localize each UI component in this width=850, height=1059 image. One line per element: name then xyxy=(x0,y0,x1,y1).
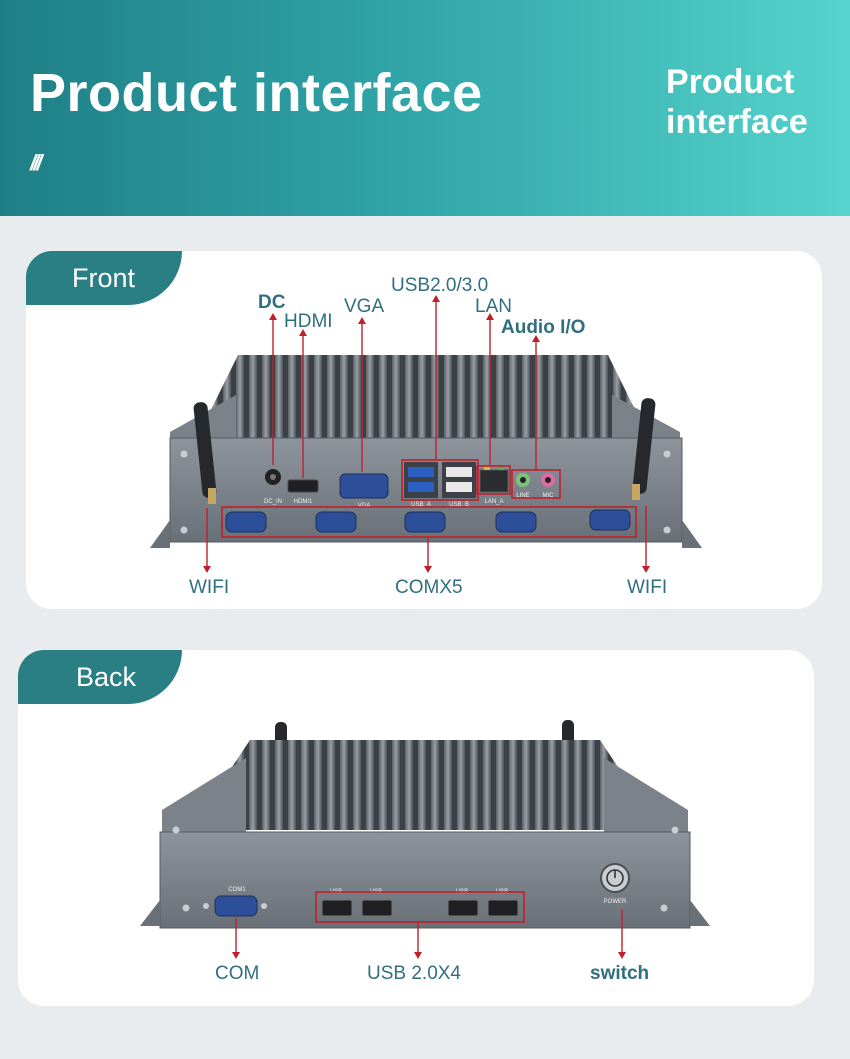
back-panel-card: Back xyxy=(18,650,814,1006)
label-wifi-left: WIFI xyxy=(189,577,230,598)
decorative-slashes: /// xyxy=(30,150,42,175)
front-tab: Front xyxy=(26,251,182,305)
label-dc: DC xyxy=(258,292,286,313)
label-comx5: COMX5 xyxy=(395,577,463,598)
back-tab: Back xyxy=(18,650,182,704)
page-title: Product interface xyxy=(30,63,483,123)
label-lan: LAN xyxy=(475,296,512,317)
label-wifi-right: WIFI xyxy=(627,577,668,598)
label-usb-2x4: USB 2.0X4 xyxy=(367,963,461,984)
label-usb: USB2.0/3.0 xyxy=(391,275,489,296)
side-title: Product interface xyxy=(666,63,808,141)
label-com: COM xyxy=(215,963,260,984)
label-hdmi: HDMI xyxy=(284,311,333,332)
header-banner: Product interface /// Product interface xyxy=(0,0,850,216)
front-panel-card: Front xyxy=(26,251,822,609)
label-vga: VGA xyxy=(344,296,385,317)
label-switch: switch xyxy=(590,963,650,984)
label-audio: Audio I/O xyxy=(501,317,586,338)
